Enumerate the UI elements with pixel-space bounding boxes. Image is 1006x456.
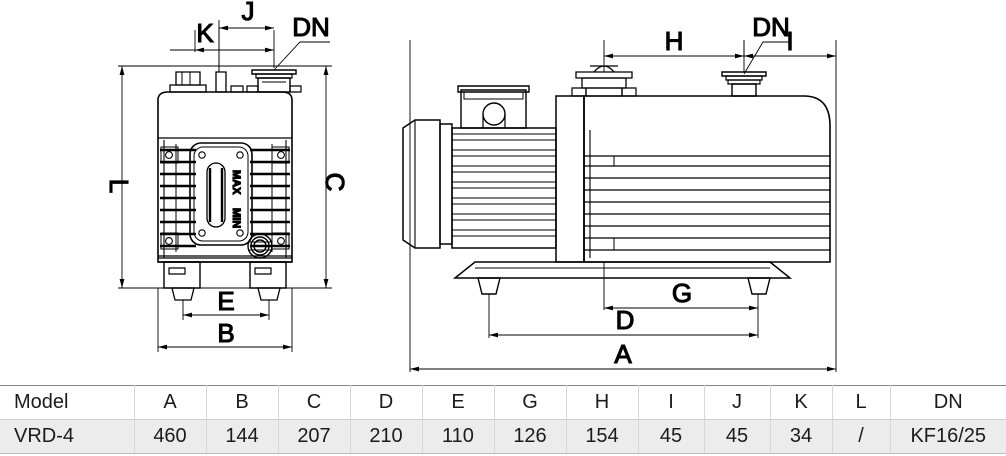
- pump-body-fins: [584, 155, 830, 251]
- dimension-G-label: G: [672, 278, 692, 308]
- table-cell-i: 45: [637, 419, 705, 454]
- body-corner-screws: [165, 151, 285, 245]
- table-row: VRD-4 460 144 207 210 110 126 154 45 45 …: [0, 419, 1006, 454]
- table-cell-b: 144: [205, 419, 279, 454]
- table-header-cell-i: I: [637, 385, 705, 420]
- table-cell-h: 154: [565, 419, 639, 454]
- dimension-DN-front-label: DN: [292, 12, 330, 42]
- table-header-cell-d: D: [349, 385, 423, 420]
- dimension-L-label: L: [104, 179, 134, 193]
- kf-inlet-flange-front: [246, 69, 302, 93]
- cooling-fins-right: [250, 148, 290, 248]
- sight-glass-min-label: MIN: [230, 208, 242, 228]
- table-cell-k: 34: [769, 419, 833, 454]
- dimensional-drawing-svg: MAX MIN: [103, 0, 837, 372]
- dimension-E-label: E: [217, 286, 234, 316]
- coupling-column: [555, 95, 585, 263]
- dimension-DN-side-label: DN: [752, 12, 790, 42]
- table-cell-l: /: [831, 419, 891, 454]
- screw-plates: [160, 146, 290, 250]
- specification-table: Model A B C D E G H I J K L DN VRD-4 460: [0, 385, 1006, 454]
- table-header-cell-l: L: [831, 385, 891, 420]
- specification-table-wrapper: Model A B C D E G H I J K L DN VRD-4 460: [0, 385, 1006, 456]
- front-view: MAX MIN: [103, 0, 351, 352]
- dimension-C-label: C: [320, 173, 350, 192]
- sight-glass-max-label: MAX: [230, 170, 242, 195]
- gas-ballast-rod: [215, 28, 227, 93]
- dimension-E: [182, 300, 270, 320]
- table-header-row: Model A B C D E G H I J K L DN: [0, 385, 1006, 420]
- drawing-area: MAX MIN: [103, 0, 837, 372]
- dimension-K: [170, 30, 275, 68]
- table-cell-j: 45: [703, 419, 771, 454]
- dimension-B-label: B: [217, 318, 234, 348]
- pump-body-side: [583, 95, 831, 263]
- table-header-cell-e: E: [421, 385, 495, 420]
- base-plate: [452, 261, 793, 279]
- side-view: H I DN: [402, 11, 837, 372]
- table-header-cell-model: Model: [0, 385, 135, 420]
- dimension-L: [118, 65, 292, 289]
- dimension-J: [218, 20, 274, 50]
- dimension-I: [743, 40, 837, 278]
- table-cell-model: VRD-4: [0, 419, 135, 454]
- dimension-K-label: K: [196, 18, 214, 48]
- dimension-DN-front-leader: [273, 41, 330, 71]
- table-cell-e: 110: [421, 419, 495, 454]
- dimension-DN-side-leader: [743, 41, 790, 75]
- dimension-A-label: A: [614, 339, 632, 369]
- table-cell-g: 126: [493, 419, 567, 454]
- motor-cooling-fins: [452, 133, 556, 237]
- top-small-block: [230, 85, 244, 93]
- table-header-cell-dn: DN: [889, 385, 1006, 420]
- table-cell-dn: KF16/25: [889, 419, 1006, 454]
- motor-terminal-box: [457, 85, 530, 129]
- dimension-B: [157, 288, 293, 352]
- table-header-cell-b: B: [205, 385, 279, 420]
- table-cell-d: 210: [349, 419, 423, 454]
- dimension-D-label: D: [616, 305, 635, 335]
- oil-fill-plug: [169, 71, 207, 93]
- dimension-H-label: H: [665, 26, 684, 56]
- dimension-C: [292, 65, 332, 289]
- table-header-cell-g: G: [493, 385, 567, 420]
- dimension-D: [488, 294, 759, 338]
- dimension-J-label: J: [242, 0, 255, 26]
- table-header-cell-c: C: [277, 385, 351, 420]
- table-cell-c: 207: [277, 419, 351, 454]
- base-plate-feet: [477, 277, 771, 295]
- kf-inlet-flange-side: [721, 71, 767, 97]
- dimension-I-label: I: [786, 26, 793, 56]
- table-cell-a: 460: [133, 419, 207, 454]
- dimension-G: [603, 262, 759, 311]
- oil-sight-glass: [189, 142, 253, 246]
- table-header-cell-k: K: [769, 385, 833, 420]
- dimension-A: [409, 40, 837, 372]
- table-header-cell-a: A: [133, 385, 207, 420]
- table-header-cell-j: J: [703, 385, 771, 420]
- table-header-cell-h: H: [565, 385, 639, 420]
